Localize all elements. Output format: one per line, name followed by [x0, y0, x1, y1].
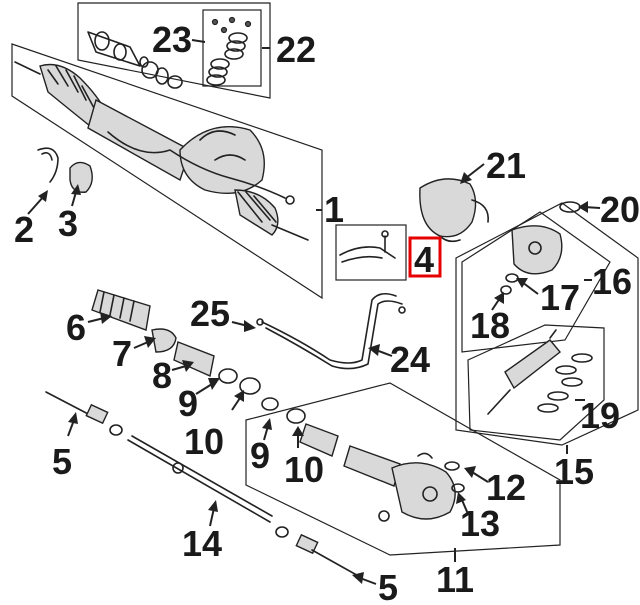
- callout-5-right[interactable]: 5: [378, 567, 398, 605]
- callout-1[interactable]: 1: [324, 189, 344, 230]
- pressure-lines: [256, 292, 406, 370]
- frame-valve-15: [455, 202, 639, 446]
- callout-9-lower[interactable]: 9: [250, 435, 270, 476]
- callout-11[interactable]: 11: [436, 559, 474, 600]
- steering-rack-assembly: [14, 61, 309, 241]
- valve-housing-part: [419, 178, 489, 243]
- callout-19[interactable]: 19: [580, 395, 620, 436]
- callout-17[interactable]: 17: [540, 277, 580, 318]
- clamp-parts: [37, 147, 93, 193]
- seal-kit-parts: [87, 16, 252, 89]
- callout-24[interactable]: 24: [390, 339, 430, 380]
- highlight-box: [408, 236, 442, 278]
- callout-25[interactable]: 25: [190, 293, 230, 334]
- tie-rod-rack-parts: [45, 391, 363, 579]
- callout-15[interactable]: 15: [554, 451, 594, 492]
- callout-3[interactable]: 3: [58, 203, 78, 244]
- callout-5-left[interactable]: 5: [52, 441, 72, 482]
- tie-rod-end-part: [339, 230, 396, 263]
- callout-10-upper[interactable]: 10: [184, 421, 224, 462]
- callout-2[interactable]: 2: [14, 209, 34, 250]
- callout-8[interactable]: 8: [152, 355, 172, 396]
- frame-valve-16: [461, 211, 611, 353]
- control-valve-part: [500, 225, 563, 295]
- callout-21[interactable]: 21: [486, 145, 526, 186]
- frame-top-kit: [77, 2, 271, 99]
- callout-4[interactable]: 4: [414, 239, 434, 280]
- frame-main-rack: [11, 43, 323, 300]
- callout-20[interactable]: 20: [600, 189, 640, 230]
- frame-tie-rod-end: [335, 224, 407, 281]
- seal-ring-part: [559, 201, 581, 213]
- frame-valve-19: [467, 324, 605, 441]
- callout-9-upper[interactable]: 9: [178, 383, 198, 424]
- boot-bushing-parts: [91, 289, 261, 395]
- callout-10-lower[interactable]: 10: [284, 449, 324, 490]
- frame-rack-kit-11: [245, 382, 561, 556]
- callout-6[interactable]: 6: [66, 307, 86, 348]
- leader-lines: [27, 39, 601, 585]
- valve-rotor-part: [487, 329, 593, 415]
- rack-housing-kit-parts: [261, 397, 465, 522]
- callout-18[interactable]: 18: [470, 305, 510, 346]
- callout-7[interactable]: 7: [112, 333, 132, 374]
- callout-22[interactable]: 22: [276, 29, 316, 70]
- frame-kit-22: [202, 9, 262, 87]
- callout-16[interactable]: 16: [592, 261, 632, 302]
- callout-12[interactable]: 12: [486, 467, 526, 508]
- callout-13[interactable]: 13: [460, 503, 500, 544]
- callout-14[interactable]: 14: [182, 523, 222, 564]
- callout-23[interactable]: 23: [152, 19, 192, 60]
